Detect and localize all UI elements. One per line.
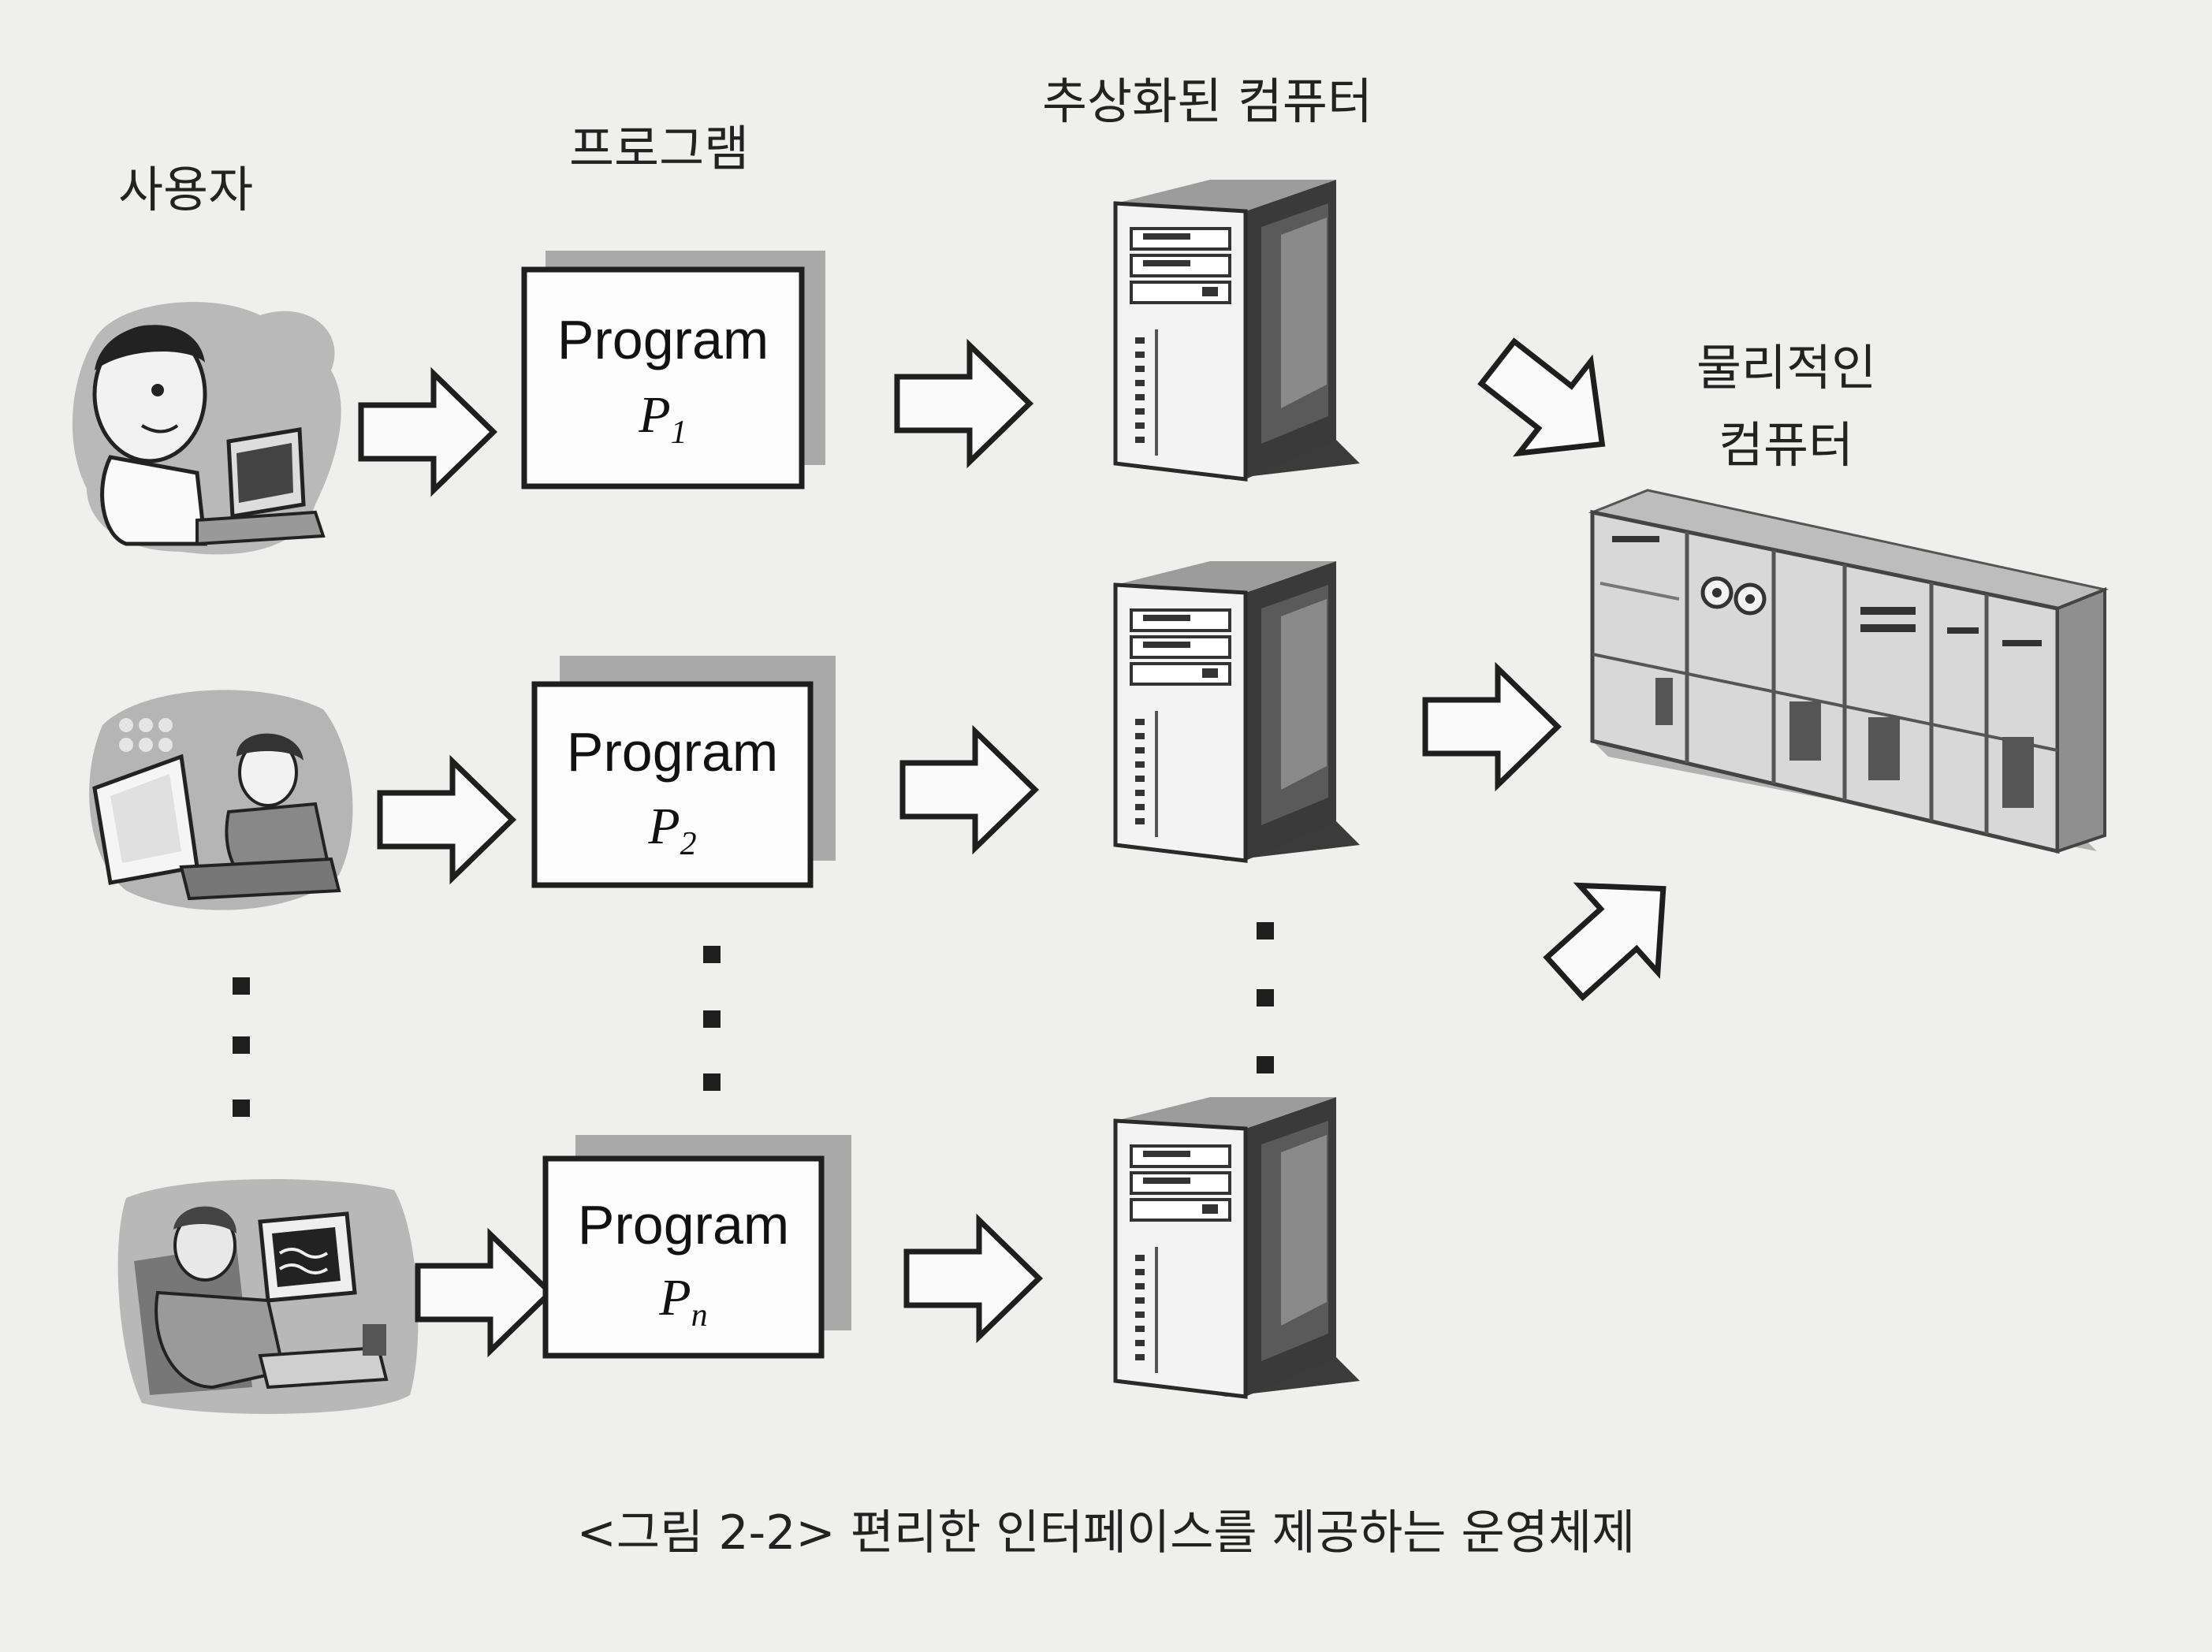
arrow-abstract-to-physical-2 — [1425, 668, 1558, 785]
abstract-computer-tower-n — [1115, 1097, 1360, 1397]
user-column-label: 사용자 — [118, 161, 253, 218]
arrow-abstract-to-physical-1 — [1462, 317, 1638, 490]
program-box-1: Program P1 — [521, 251, 825, 489]
ellipsis-dot — [703, 1073, 721, 1091]
ellipsis-dot — [233, 977, 250, 995]
abstract-computer-tower-2 — [1115, 561, 1360, 861]
ellipsis-dot — [1257, 922, 1274, 939]
program-title: Program — [578, 1194, 789, 1256]
program-variable: P1 — [638, 386, 687, 451]
program-box-2: Program P2 — [531, 656, 836, 888]
ellipsis-dot — [703, 946, 721, 963]
arrow-program-to-computer-2 — [903, 731, 1035, 848]
ellipsis-dot — [233, 1036, 250, 1054]
user-illustration-1 — [72, 302, 341, 555]
program-title: Program — [567, 721, 778, 783]
program-column-label: 프로그램 — [569, 120, 749, 177]
program-variable: P2 — [647, 798, 696, 862]
user-illustration-2 — [89, 690, 353, 910]
arrow-abstract-to-physical-n — [1525, 846, 1702, 1021]
arrow-user-to-program-n — [418, 1234, 550, 1351]
figure-caption: <그림 2-2> 편리한 인터페이스를 제공하는 운영체제 — [577, 1505, 1636, 1561]
program-title: Program — [557, 309, 769, 370]
user-illustration-n — [117, 1179, 419, 1414]
ellipsis-dot — [703, 1010, 721, 1028]
arrow-user-to-program-2 — [380, 761, 512, 878]
physical-computer-label-line2: 컴퓨터 — [1719, 416, 1853, 474]
physical-computer-mainframe — [1588, 489, 2110, 854]
abstract-computer-label: 추상화된 컴퓨터 — [1042, 73, 1372, 130]
program-box-n: Program Pn — [542, 1135, 851, 1359]
ellipsis-dot — [233, 1099, 250, 1117]
arrow-user-to-program-1 — [361, 374, 493, 490]
arrow-program-to-computer-n — [907, 1220, 1039, 1337]
arrow-program-to-computer-1 — [897, 345, 1030, 462]
ellipsis-dot — [1257, 1056, 1274, 1073]
physical-computer-label-line1: 물리적인 — [1696, 339, 1876, 396]
program-variable: Pn — [658, 1269, 707, 1334]
abstract-computer-tower-1 — [1115, 180, 1360, 479]
ellipsis-dot — [1257, 989, 1274, 1006]
